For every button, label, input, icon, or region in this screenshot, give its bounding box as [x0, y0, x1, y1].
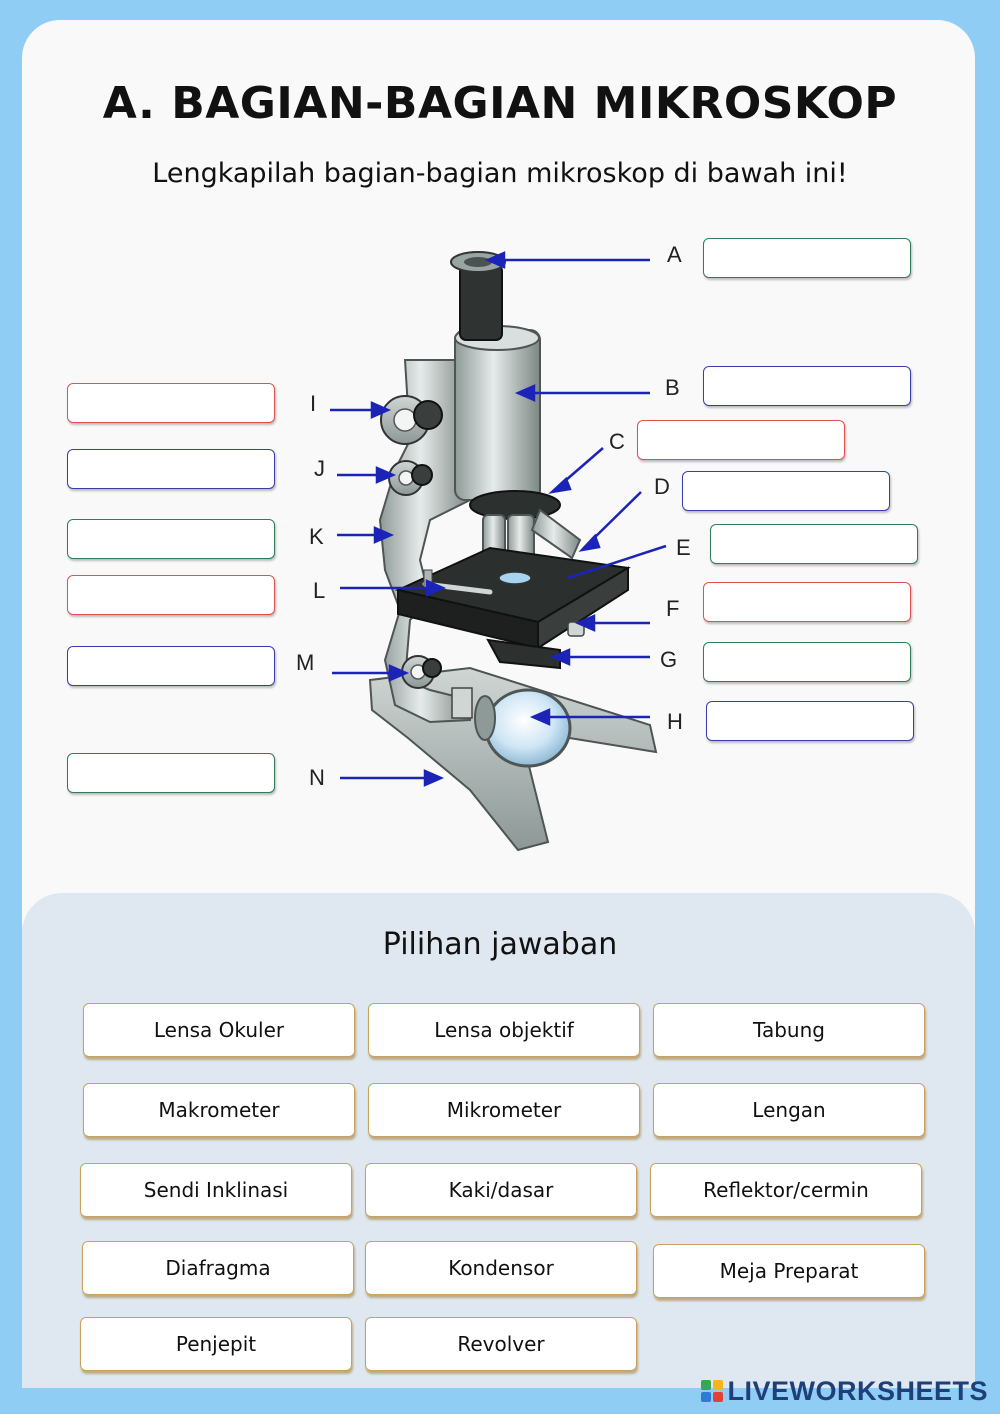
- label-j: J: [314, 456, 325, 481]
- answer-field-l[interactable]: [67, 575, 275, 615]
- answer-choices-panel: [22, 893, 975, 1388]
- choice-chip[interactable]: Lengan: [653, 1083, 925, 1137]
- choice-chip[interactable]: Lensa objektif: [368, 1003, 640, 1057]
- label-l: L: [313, 578, 326, 603]
- page-title: A. BAGIAN-BAGIAN MIKROSKOP: [102, 78, 898, 129]
- choice-chip[interactable]: Penjepit: [80, 1317, 352, 1371]
- label-b: B: [665, 375, 680, 400]
- choices-title: Pilihan jawaban: [382, 927, 618, 962]
- answer-field-c[interactable]: [637, 420, 845, 460]
- microscope-illustration: [330, 251, 667, 852]
- answer-field-b[interactable]: [703, 366, 911, 406]
- label-h: H: [667, 709, 683, 734]
- pointer-arrows: [330, 251, 667, 787]
- choice-chip[interactable]: Meja Preparat: [653, 1244, 925, 1298]
- choice-chip[interactable]: Reflektor/cermin: [650, 1163, 922, 1217]
- label-i: I: [310, 391, 317, 416]
- answer-field-j[interactable]: [67, 449, 275, 489]
- label-c: C: [609, 429, 625, 454]
- choice-chip[interactable]: Kaki/dasar: [365, 1163, 637, 1217]
- liveworksheets-brand: LIVEWORKSHEETS: [701, 1374, 988, 1408]
- choice-chip[interactable]: Tabung: [653, 1003, 925, 1057]
- label-n: N: [309, 765, 325, 790]
- answer-field-d[interactable]: [682, 471, 890, 511]
- label-g: G: [660, 647, 678, 672]
- label-m: M: [296, 650, 315, 675]
- answer-field-m[interactable]: [67, 646, 275, 686]
- answer-field-i[interactable]: [67, 383, 275, 423]
- answer-field-n[interactable]: [67, 753, 275, 793]
- answer-field-f[interactable]: [703, 582, 911, 622]
- answer-field-h[interactable]: [706, 701, 914, 741]
- choice-chip[interactable]: Diafragma: [82, 1241, 354, 1295]
- answer-field-e[interactable]: [710, 524, 918, 564]
- label-f: F: [666, 596, 680, 621]
- label-e: E: [676, 535, 691, 560]
- choice-chip[interactable]: Sendi Inklinasi: [80, 1163, 352, 1217]
- choice-chip[interactable]: Lensa Okuler: [83, 1003, 355, 1057]
- answer-field-a[interactable]: [703, 238, 911, 278]
- choice-chip[interactable]: Revolver: [365, 1317, 637, 1371]
- brand-name: LIVEWORKSHEETS: [727, 1375, 988, 1406]
- label-a: A: [667, 242, 682, 267]
- choice-chip[interactable]: Makrometer: [83, 1083, 355, 1137]
- choice-chip[interactable]: Mikrometer: [368, 1083, 640, 1137]
- page-subtitle: Lengkapilah bagian-bagian mikroskop di b…: [152, 158, 848, 189]
- liveworksheets-logo-icon: [701, 1380, 724, 1402]
- answer-field-k[interactable]: [67, 519, 275, 559]
- microscope-mirror: [484, 688, 572, 768]
- choice-chip[interactable]: Kondensor: [365, 1241, 637, 1295]
- microscope-tube: [454, 329, 541, 501]
- answer-field-g[interactable]: [703, 642, 911, 682]
- label-k: K: [309, 524, 324, 549]
- label-d: D: [654, 474, 670, 499]
